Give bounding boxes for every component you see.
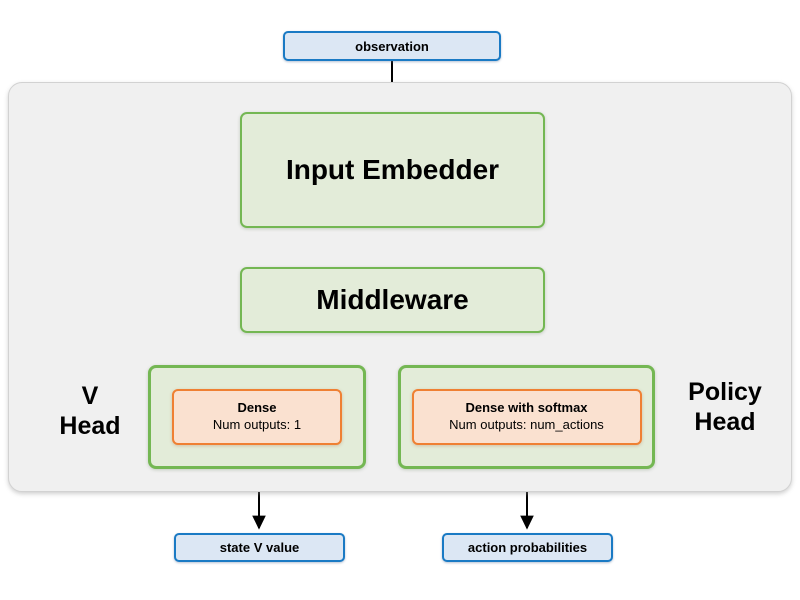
middleware-label: Middleware	[316, 284, 469, 315]
v-head-group[interactable]: Dense Num outputs: 1	[148, 365, 366, 469]
output-action-probabilities-label: action probabilities	[467, 540, 588, 555]
middleware-box[interactable]: Middleware	[240, 267, 545, 333]
policy-head-group[interactable]: Dense with softmax Num outputs: num_acti…	[398, 365, 655, 469]
policy-head-dense-box[interactable]: Dense with softmax Num outputs: num_acti…	[411, 389, 642, 445]
input-observation-box[interactable]: observation	[283, 31, 501, 61]
v-head-dense-subtitle: Num outputs: 1	[212, 416, 302, 432]
output-state-v-value-box[interactable]: state V value	[174, 533, 345, 562]
policy-head-dense-subtitle: Num outputs: num_actions	[449, 416, 604, 432]
output-state-v-value-label: state V value	[219, 540, 300, 555]
v-head-dense-box[interactable]: Dense Num outputs: 1	[172, 389, 342, 445]
v-head-dense-title: Dense	[237, 400, 277, 416]
input-embedder-box[interactable]: Input Embedder	[240, 112, 545, 228]
input-observation-label: observation	[355, 38, 429, 54]
policy-head-dense-title: Dense with softmax	[465, 400, 588, 416]
input-embedder-label: Input Embedder	[285, 154, 500, 185]
policy-head-caption: Policy Head	[688, 378, 762, 436]
output-action-probabilities-box[interactable]: action probabilities	[442, 533, 613, 562]
v-head-caption: V Head	[59, 382, 121, 440]
